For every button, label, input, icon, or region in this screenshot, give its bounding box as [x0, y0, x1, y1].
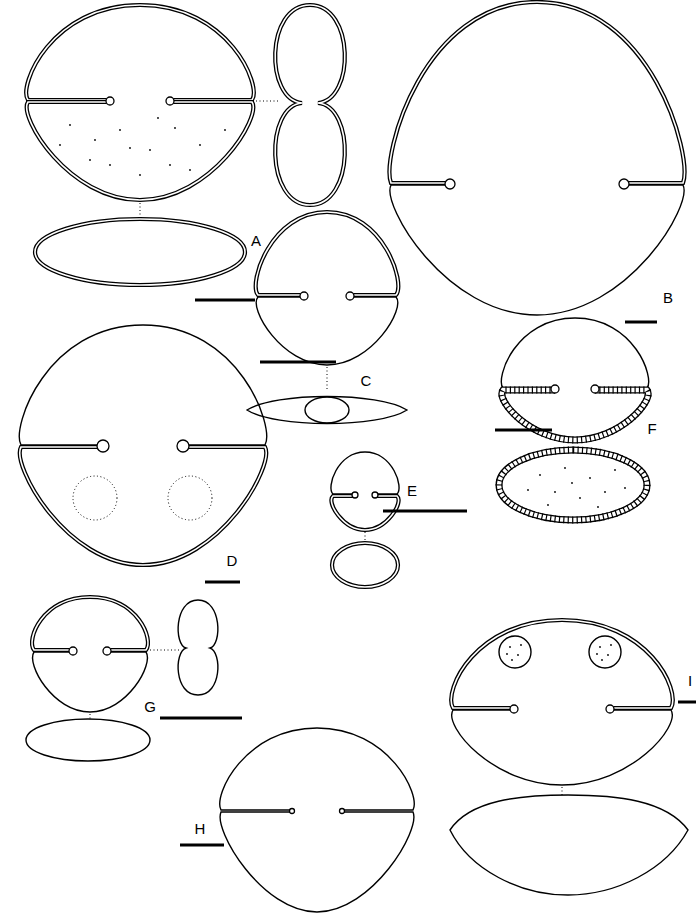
cell-d	[19, 325, 266, 582]
cell-f	[495, 318, 649, 520]
panel-letter: F	[647, 421, 656, 436]
panel-letter: G	[144, 699, 156, 714]
cell-i	[450, 620, 696, 895]
panel-letter: D	[227, 553, 238, 568]
panel-letter: B	[663, 290, 673, 305]
cell-g	[26, 597, 242, 761]
panel-letter: I	[688, 673, 692, 688]
cell-b	[390, 2, 685, 322]
cell-h	[180, 728, 414, 912]
cell-a	[26, 5, 345, 300]
cell-c	[247, 212, 407, 424]
panel-letter: C	[361, 373, 372, 388]
cell-e	[331, 452, 467, 587]
panel-letter: H	[195, 821, 206, 836]
panel-letter: A	[251, 233, 261, 248]
panel-letter: E	[407, 483, 417, 498]
